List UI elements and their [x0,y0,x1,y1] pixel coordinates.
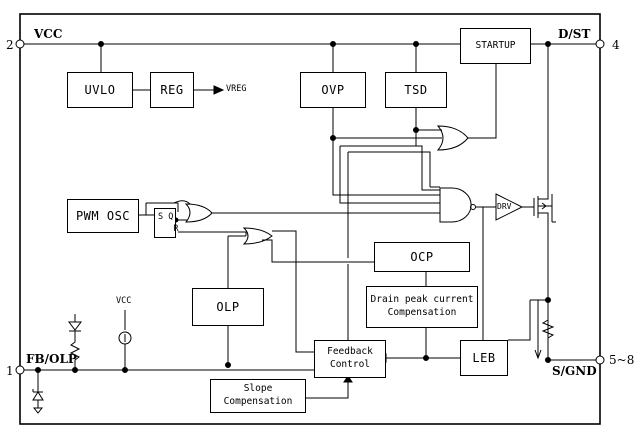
feedback-label-line1: Feedback [327,346,373,358]
leb-label: LEB [472,350,496,365]
pin-5-8-terminal [595,355,605,365]
tsd-label: TSD [404,82,428,97]
latch-r-label: R [173,224,179,234]
sgnd-pin-label: S/GND [552,364,597,378]
pin-1-number: 1 [6,364,14,378]
pwm-osc-block: PWM OSC [67,199,139,233]
reg-block: REG [150,72,194,108]
startup-block: STARTUP [460,28,531,64]
pin-2-terminal [15,39,25,49]
latch-s-label: S [158,212,164,222]
tsd-block: TSD [385,72,447,108]
drain-peak-label-line1: Drain peak current [370,294,474,306]
vreg-output-label: VREG [226,84,247,94]
ovp-label: OVP [321,82,345,97]
dst-pin-label: D/ST [558,27,591,41]
olp-label: OLP [216,299,240,314]
uvlo-label: UVLO [84,82,116,97]
feedback-label-line2: Control [329,359,371,370]
reg-label: REG [160,82,184,97]
drv-label: DRV [497,202,512,211]
olp-block: OLP [192,288,264,326]
latch-q-label: Q [168,212,174,222]
drv-buffer [495,193,524,221]
ovp-block: OVP [300,72,366,108]
leb-block: LEB [460,340,508,376]
chip-outline [19,13,601,425]
drain-peak-label-line2: Compensation [387,307,457,318]
pwm-osc-label: PWM OSC [75,208,131,223]
slope-label-line1: Slope [243,383,273,395]
pin-5-8-number: 5~8 [609,353,635,367]
pin-1-terminal [15,365,25,375]
pin-4-number: 4 [612,38,620,52]
vcc-pin-label: VCC [34,27,63,41]
startup-label: STARTUP [475,39,516,51]
ocp-block: OCP [374,242,470,272]
inner-vcc-label: VCC [116,296,132,306]
ocp-label: OCP [410,249,434,264]
pin-2-number: 2 [6,38,14,52]
uvlo-block: UVLO [67,72,133,108]
sr-latch-block: S Q R [154,208,179,238]
pin-4-terminal [595,39,605,49]
slope-label-line2: Compensation [223,396,293,407]
fb-olp-pin-label: FB/OLP [26,352,77,366]
